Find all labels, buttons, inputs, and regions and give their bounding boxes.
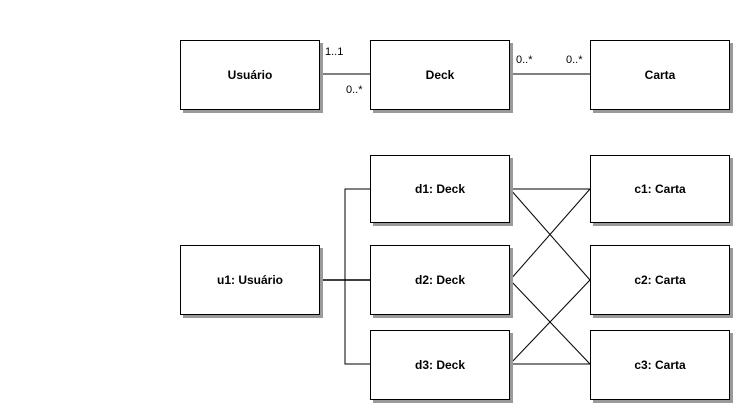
link-u1-d1 bbox=[320, 188, 370, 281]
object-label: d3: Deck bbox=[414, 358, 466, 372]
object-c1[interactable]: c1: Carta bbox=[590, 155, 730, 223]
multiplicity-deck-carta-to: 0..* bbox=[566, 54, 583, 66]
object-label: c2: Carta bbox=[634, 273, 686, 287]
class-carta[interactable]: Carta bbox=[590, 40, 730, 110]
multiplicity-deck-carta-from: 0..* bbox=[516, 54, 533, 66]
object-c3[interactable]: c3: Carta bbox=[590, 330, 730, 400]
multiplicity-usuario-end: 1..1 bbox=[325, 46, 344, 58]
link-u1-d3 bbox=[320, 279, 370, 365]
object-label: d1: Deck bbox=[414, 182, 466, 196]
multiplicity-deck-end: 0..* bbox=[346, 84, 363, 96]
class-label: Carta bbox=[644, 68, 676, 82]
object-label: u1: Usuário bbox=[216, 273, 283, 287]
object-d3[interactable]: d3: Deck bbox=[370, 330, 510, 400]
object-label: c3: Carta bbox=[634, 358, 686, 372]
object-d2[interactable]: d2: Deck bbox=[370, 245, 510, 315]
link-d3-c2 bbox=[509, 279, 591, 365]
object-u1[interactable]: u1: Usuário bbox=[180, 245, 320, 315]
object-d1[interactable]: d1: Deck bbox=[370, 155, 510, 223]
link-d2-c1 bbox=[509, 188, 591, 281]
class-deck[interactable]: Deck bbox=[370, 40, 510, 110]
class-label: Usuário bbox=[227, 68, 273, 82]
object-label: d2: Deck bbox=[414, 273, 466, 287]
object-c2[interactable]: c2: Carta bbox=[590, 245, 730, 315]
class-usuario[interactable]: Usuário bbox=[180, 40, 320, 110]
class-label: Deck bbox=[425, 68, 455, 82]
object-label: c1: Carta bbox=[634, 182, 686, 196]
